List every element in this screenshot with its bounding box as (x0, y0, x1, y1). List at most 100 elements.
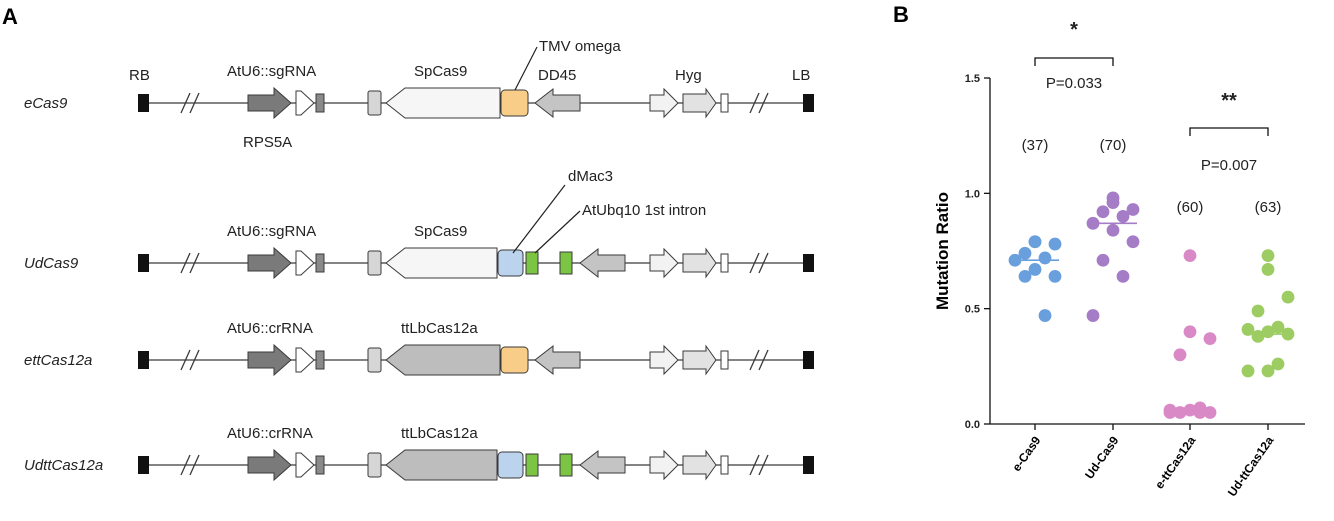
dd45-arrow (579, 247, 626, 279)
construct-name: eCas9 (24, 95, 68, 112)
dd45-arrow (534, 87, 581, 119)
terminator-box (315, 455, 325, 475)
promoter-label: AtU6::sgRNA (227, 63, 316, 80)
promoter-label: AtU6::crRNA (227, 320, 313, 337)
rps5a-label: RPS5A (243, 134, 292, 151)
data-point (1116, 269, 1130, 283)
rb-border (138, 351, 149, 369)
data-point (1183, 249, 1197, 263)
y-tick-label: 0.0 (965, 419, 980, 431)
hyg-promoter-arrow (649, 344, 679, 376)
dmac3-box (497, 451, 524, 479)
significance-bracket (1034, 57, 1114, 66)
cas-label: SpCas9 (414, 223, 467, 240)
hyg-terminator-box (720, 350, 729, 370)
break-mark (189, 252, 200, 274)
terminator-box (315, 350, 325, 370)
cas-gene-arrow (385, 449, 498, 481)
break-mark (758, 349, 769, 371)
x-category-label: Ud-Cas9 (1082, 433, 1122, 481)
data-point (1251, 304, 1265, 318)
rb-label: RB (129, 67, 150, 84)
hyg-gene-arrow (682, 87, 717, 119)
cas-gene-arrow (385, 87, 501, 119)
small-promoter-arrow (295, 250, 315, 276)
dd45-label: DD45 (538, 67, 576, 84)
y-tick-label: 0.5 (965, 304, 980, 316)
u6-promoter-arrow (247, 448, 292, 482)
panel-a-letter: A (2, 4, 18, 29)
data-point (1261, 263, 1275, 276)
intron-box (559, 453, 573, 477)
cas-label: ttLbCas12a (401, 425, 478, 442)
data-point (1261, 364, 1275, 378)
cas-gene-arrow (385, 344, 501, 376)
data-point (1106, 196, 1120, 209)
break-mark (749, 454, 760, 476)
rb-border (138, 456, 149, 474)
cas-label: SpCas9 (414, 63, 467, 80)
data-point (1241, 323, 1255, 336)
data-point (1271, 320, 1285, 334)
promoter-label: AtU6::crRNA (227, 425, 313, 442)
lb-border (803, 351, 814, 369)
data-point (1018, 246, 1032, 260)
p-value-label: P=0.033 (1046, 75, 1102, 92)
rb-border (138, 254, 149, 272)
data-point (1028, 235, 1042, 249)
spacer-box (367, 250, 382, 276)
lb-border (803, 456, 814, 474)
u6-promoter-arrow (247, 86, 292, 120)
sample-count: (60) (1177, 199, 1204, 216)
tmv-omega-label: TMV omega (539, 38, 621, 55)
tmv-omega-leader (514, 46, 538, 91)
tmv-omega-box (500, 89, 529, 117)
p-value-label: P=0.007 (1201, 157, 1257, 174)
break-mark (758, 454, 769, 476)
small-promoter-arrow (295, 90, 315, 116)
hyg-label: Hyg (675, 67, 702, 84)
y-axis-label: Mutation Ratio (933, 192, 952, 310)
data-point (1038, 309, 1052, 322)
small-promoter-arrow (295, 347, 315, 373)
break-mark (180, 92, 191, 114)
break-mark (189, 349, 200, 371)
spacer-box (367, 452, 382, 478)
break-mark (180, 349, 191, 371)
y-tick-label: 1.0 (965, 188, 980, 200)
lb-border (803, 254, 814, 272)
significance-stars: * (1070, 19, 1078, 41)
hyg-gene-arrow (682, 449, 717, 481)
x-category-label: Ud-ttCas12a (1225, 433, 1277, 499)
cas-label: ttLbCas12a (401, 320, 478, 337)
data-point (1251, 329, 1265, 343)
lb-label: LB (792, 67, 810, 84)
data-point (1183, 325, 1197, 339)
data-point (1261, 325, 1275, 339)
construct-name: UdCas9 (24, 255, 79, 272)
x-category-label: e-ttCas12a (1152, 433, 1198, 491)
data-point (1028, 263, 1042, 276)
data-point (1096, 253, 1110, 267)
rb-border (138, 94, 149, 112)
sample-count: (70) (1100, 137, 1127, 154)
data-point (1048, 269, 1062, 283)
x-category-label: e-Cas9 (1009, 433, 1043, 474)
break-mark (189, 454, 200, 476)
break-mark (189, 92, 200, 114)
intron-label: AtUbq10 1st intron (582, 202, 706, 219)
break-mark (749, 92, 760, 114)
spacer-box (367, 347, 382, 373)
dd45-arrow (579, 449, 626, 481)
data-point (1203, 332, 1217, 346)
data-point (1116, 210, 1130, 223)
data-point (1173, 348, 1187, 362)
hyg-terminator-box (720, 93, 729, 113)
break-mark (180, 252, 191, 274)
